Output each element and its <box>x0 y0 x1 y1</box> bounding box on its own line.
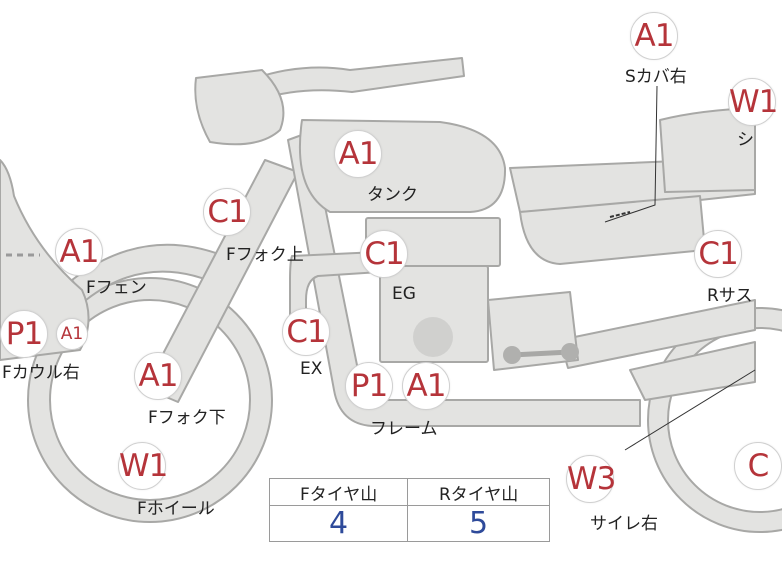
f-cowl-right-p-badge: P1 <box>0 310 48 358</box>
f-fender-badge: A1 <box>55 228 103 276</box>
tank-label: タンク <box>367 185 418 205</box>
exhaust-label: EX <box>300 359 323 379</box>
f-fork-upper-label: Fフォク上 <box>226 245 304 265</box>
headlight-shape <box>194 69 285 146</box>
frame-label: フレーム <box>370 419 438 439</box>
frame-p-badge: P1 <box>345 362 393 410</box>
engine-label: EG <box>392 284 416 304</box>
engine-badge: C1 <box>360 230 408 278</box>
s-cover-right-label: Sカバ右 <box>625 67 687 87</box>
r-suspension-label: Rサス <box>707 286 753 306</box>
s-cover-right-badge: A1 <box>630 12 678 60</box>
silencer-right-badge: W3 <box>566 455 616 503</box>
exhaust-badge: C1 <box>282 308 330 356</box>
seat-badge: W1 <box>728 78 778 126</box>
front-tire-tread-value: 4 <box>268 505 409 542</box>
motorcycle-outline <box>0 57 782 533</box>
f-wheel-label: Fホイール <box>137 499 215 519</box>
silencer-right-label: サイレ右 <box>590 514 658 534</box>
f-cowl-right-a-badge: A1 <box>56 318 88 350</box>
f-fender-label: Fフェン <box>86 278 147 298</box>
rear-tire-tread-header: Rタイヤ山 <box>407 478 550 506</box>
f-fork-lower-badge: A1 <box>134 352 182 400</box>
f-fork-upper-badge: C1 <box>203 188 251 236</box>
front-tire-tread-header: Fタイヤ山 <box>268 478 409 506</box>
f-fork-lower-label: Fフォク下 <box>148 408 226 428</box>
f-wheel-badge: W1 <box>118 442 168 490</box>
exhaust-shape <box>289 251 381 341</box>
r-suspension-badge: C1 <box>694 230 742 278</box>
rear-tire-tread-value: 5 <box>407 505 550 542</box>
seat-label: シ <box>737 130 754 150</box>
r-wheel-badge: C <box>734 442 782 490</box>
side-cover-shape <box>519 195 706 265</box>
handlebar-shape <box>249 57 465 101</box>
tank-badge: A1 <box>334 130 382 178</box>
f-cowl-right-label: Fカウル右 <box>2 363 80 383</box>
frame-a-badge: A1 <box>402 362 450 410</box>
tire-tread-table: Fタイヤ山 Rタイヤ山 4 5 <box>268 478 550 542</box>
